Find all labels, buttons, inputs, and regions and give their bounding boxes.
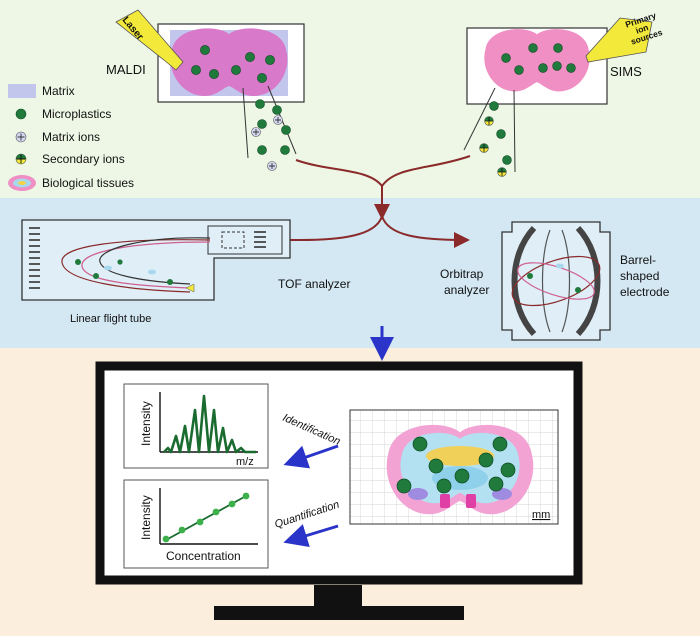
sims-ion-plume bbox=[463, 87, 516, 177]
sims-sample-box bbox=[466, 27, 608, 105]
cross-dot-icon bbox=[15, 131, 27, 143]
calibration-points bbox=[162, 492, 250, 543]
calibration-xlabel: Concentration bbox=[166, 549, 241, 563]
matrix-swatch-icon bbox=[8, 84, 36, 98]
primary-ion-callout: Primary ion sources bbox=[585, 10, 664, 63]
legend-matrix-label: Matrix bbox=[42, 84, 75, 98]
spectrum-ylabel: Intensity bbox=[139, 401, 153, 446]
orbitrap-label-1: Orbitrap bbox=[440, 267, 484, 281]
quantification-arrow bbox=[283, 524, 339, 548]
tissue-image-panel: mm bbox=[349, 409, 559, 525]
sims-label: SIMS bbox=[610, 64, 642, 79]
tof-grid-plates bbox=[29, 227, 266, 289]
spectrum-xlabel: m/z bbox=[236, 456, 254, 468]
barrel-electrode-label-3: electrode bbox=[620, 285, 670, 299]
secondary-ion-particles bbox=[479, 116, 507, 177]
maldi-microplastics bbox=[191, 45, 275, 83]
barrel-electrode-left bbox=[511, 225, 537, 337]
tof-ion-trajectories bbox=[61, 237, 211, 293]
maldi-ion-plume bbox=[242, 85, 297, 171]
monitor-base bbox=[214, 606, 464, 620]
mass-spectrum-panel: Intensity m/z bbox=[123, 383, 269, 469]
orbitrap-label-2: analyzer bbox=[444, 283, 489, 297]
sims-microplastics bbox=[501, 43, 576, 75]
barrel-electrode-label-2: shaped bbox=[620, 269, 659, 283]
scale-mm-label: mm bbox=[532, 509, 550, 521]
tof-analyzer bbox=[21, 219, 291, 301]
mass-spectrum-trace bbox=[163, 394, 256, 454]
ion-merge-paths bbox=[238, 155, 471, 248]
maldi-sample-box bbox=[157, 23, 305, 103]
split-dot-icon bbox=[15, 153, 27, 165]
barrel-electrode-right bbox=[575, 225, 601, 337]
tissue-microplastics bbox=[396, 436, 516, 494]
barrel-electrode-label-1: Barrel- bbox=[620, 253, 656, 267]
green-dot-icon bbox=[15, 108, 27, 120]
legend-matrix-ions-label: Matrix ions bbox=[42, 130, 100, 144]
legend-microplastics-label: Microplastics bbox=[42, 107, 111, 121]
tissue-icon bbox=[8, 175, 36, 191]
tof-analyzer-label: TOF analyzer bbox=[278, 277, 350, 291]
legend-secondary-ions-label: Secondary ions bbox=[42, 152, 125, 166]
arrow-to-tof bbox=[238, 215, 383, 248]
arrow-to-orbitrap bbox=[381, 215, 470, 248]
legend: Matrix Microplastics Matrix ions Seconda… bbox=[8, 84, 134, 191]
identification-arrow bbox=[283, 444, 339, 469]
calibration-ylabel: Intensity bbox=[139, 495, 153, 540]
maldi-label: MALDI bbox=[106, 62, 146, 77]
linear-flight-tube-label: Linear flight tube bbox=[70, 313, 151, 325]
orbitrap-analyzer bbox=[501, 221, 611, 341]
calibration-panel: Intensity Concentration bbox=[123, 479, 269, 569]
monitor-neck bbox=[314, 585, 362, 607]
primary-ion-label-2: ion bbox=[634, 22, 649, 35]
legend-biological-tissues-label: Biological tissues bbox=[42, 176, 134, 190]
